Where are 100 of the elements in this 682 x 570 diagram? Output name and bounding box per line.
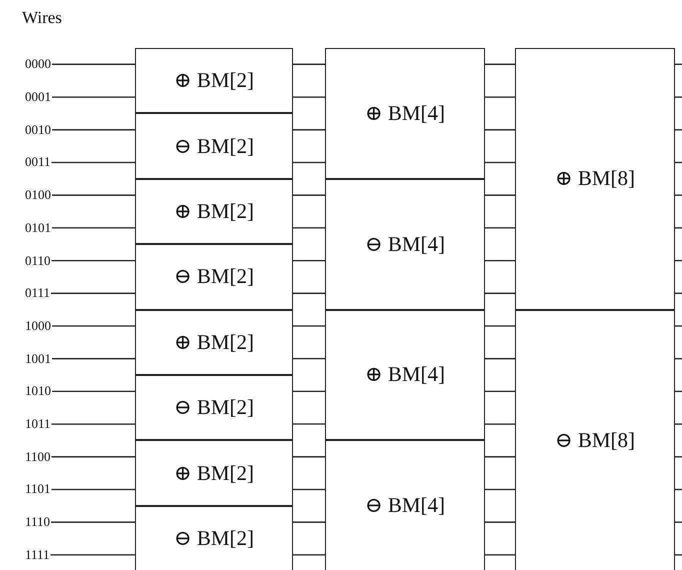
wire-line bbox=[485, 194, 515, 196]
wire-line bbox=[485, 390, 515, 392]
wire-label: 0111 bbox=[24, 283, 52, 304]
wire-line bbox=[675, 456, 682, 458]
wire-line bbox=[293, 227, 325, 229]
butterfly-block bbox=[135, 178, 293, 244]
wire-line bbox=[293, 325, 325, 327]
wire-label: 1111 bbox=[24, 544, 51, 565]
wire-line bbox=[485, 292, 515, 294]
block-label: ⊖ BM[2] bbox=[174, 526, 254, 551]
block-label: ⊕ BM[4] bbox=[364, 100, 445, 126]
wire-label: 1110 bbox=[24, 512, 52, 532]
butterfly-block bbox=[515, 310, 675, 570]
wire-line bbox=[675, 488, 682, 490]
wire-line bbox=[675, 227, 682, 229]
wire-line bbox=[485, 129, 515, 130]
butterfly-block bbox=[135, 375, 293, 440]
wire-line bbox=[52, 129, 135, 130]
block-label: ⊖ BM[8] bbox=[554, 428, 635, 453]
wire-label: 1000 bbox=[24, 316, 52, 336]
wire-line bbox=[52, 358, 135, 360]
wire-label: 1011 bbox=[24, 414, 52, 434]
wire-line bbox=[293, 390, 325, 392]
butterfly-block bbox=[515, 48, 675, 310]
wire-line bbox=[52, 456, 135, 458]
wire-line bbox=[675, 194, 682, 196]
wire-line bbox=[293, 64, 325, 65]
block-label: ⊖ BM[4] bbox=[364, 232, 445, 257]
wire-line bbox=[485, 522, 515, 523]
wire-label: 0100 bbox=[24, 185, 52, 206]
wire-label: 0010 bbox=[24, 120, 52, 140]
wire-line bbox=[675, 325, 682, 327]
butterfly-block bbox=[325, 178, 485, 310]
wire-label: 0011 bbox=[24, 152, 52, 172]
wire-line bbox=[52, 227, 135, 229]
wire-line bbox=[485, 96, 515, 98]
wire-line bbox=[52, 96, 135, 98]
block-label: ⊕ BM[2] bbox=[174, 330, 254, 355]
wire-line bbox=[485, 260, 515, 262]
wire-line bbox=[293, 554, 325, 556]
wire-line bbox=[293, 260, 325, 262]
wire-line bbox=[485, 162, 515, 164]
column-heading: Wires bbox=[22, 8, 62, 28]
wire-line bbox=[675, 522, 682, 523]
wire-line bbox=[675, 64, 682, 65]
wire-line bbox=[52, 390, 135, 392]
wire-line bbox=[293, 129, 325, 130]
wire-label: 0000 bbox=[24, 54, 52, 74]
wire-line bbox=[52, 488, 135, 490]
wire-line bbox=[485, 554, 515, 556]
wire-line bbox=[675, 162, 682, 164]
wire-line bbox=[50, 554, 135, 556]
butterfly-block bbox=[325, 310, 485, 440]
wire-line bbox=[52, 260, 135, 262]
butterfly-block bbox=[135, 113, 293, 179]
butterfly-block bbox=[325, 48, 485, 179]
wire-line bbox=[485, 488, 515, 490]
wire-line bbox=[293, 456, 325, 458]
block-label: ⊖ BM[2] bbox=[174, 395, 254, 420]
butterfly-block bbox=[135, 506, 293, 570]
wire-line bbox=[293, 292, 325, 294]
block-label: ⊕ BM[2] bbox=[174, 460, 254, 486]
butterfly-block bbox=[135, 48, 293, 114]
wire-line bbox=[485, 325, 515, 327]
wire-label: 1101 bbox=[24, 479, 52, 500]
wire-line bbox=[675, 260, 682, 262]
wire-label: 0101 bbox=[24, 218, 52, 238]
wire-line bbox=[293, 162, 325, 164]
wire-line bbox=[293, 358, 325, 360]
wire-line bbox=[52, 162, 135, 164]
wire-label: 0001 bbox=[24, 87, 52, 108]
wire-line bbox=[675, 554, 682, 556]
wire-line bbox=[293, 423, 325, 425]
butterfly-block bbox=[325, 440, 485, 570]
block-label: ⊕ BM[4] bbox=[364, 362, 445, 388]
block-label: ⊖ BM[4] bbox=[364, 493, 445, 518]
wire-line bbox=[485, 64, 515, 65]
wire-line bbox=[675, 358, 682, 360]
wire-line bbox=[675, 96, 682, 98]
block-label: ⊕ BM[2] bbox=[174, 198, 254, 224]
butterfly-block bbox=[135, 244, 293, 310]
wire-line bbox=[675, 292, 682, 294]
block-label: ⊖ BM[2] bbox=[174, 264, 254, 290]
wire-line bbox=[485, 358, 515, 360]
wire-line bbox=[675, 390, 682, 392]
wire-line bbox=[293, 522, 325, 523]
wire-line bbox=[51, 522, 135, 523]
block-label: ⊕ BM[2] bbox=[174, 68, 254, 94]
block-label: ⊖ BM[2] bbox=[174, 134, 254, 159]
wire-line bbox=[293, 194, 325, 196]
wire-line bbox=[52, 325, 135, 327]
wire-line bbox=[485, 423, 515, 425]
butterfly-block bbox=[135, 440, 293, 506]
wire-label: 0110 bbox=[24, 250, 52, 271]
wire-line bbox=[51, 292, 135, 294]
wire-line bbox=[675, 423, 682, 425]
wire-line bbox=[485, 456, 515, 458]
wire-label: 1010 bbox=[24, 381, 52, 402]
wire-line bbox=[485, 227, 515, 229]
wire-label: 1100 bbox=[24, 446, 52, 467]
